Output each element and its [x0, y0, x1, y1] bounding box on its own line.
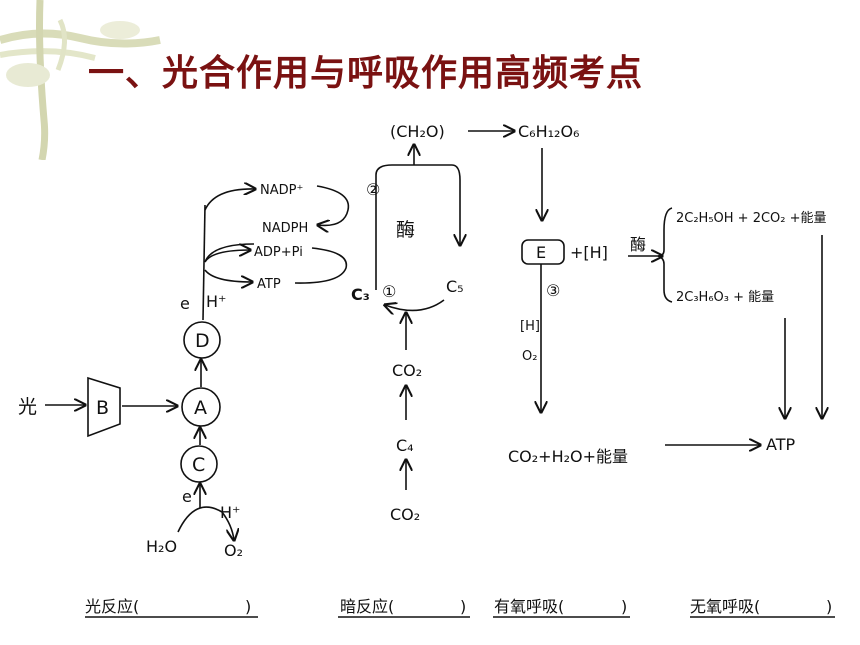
atp-label-light: ATP: [257, 277, 281, 292]
ethanol-product-label: 2C₂H₅OH + 2CO₂ +能量: [676, 211, 827, 226]
node-E-label: E: [536, 243, 546, 262]
co2-top-label: CO₂: [392, 361, 422, 380]
proton-label-bottom: H⁺: [220, 503, 240, 522]
node-D-label: D: [195, 330, 210, 352]
blank-light-reaction-close: ): [245, 597, 251, 616]
c5-label: C₅: [446, 277, 464, 296]
electron-label-bottom: e: [182, 487, 192, 506]
nadp-label: NADP⁺: [260, 183, 303, 198]
co2-bottom-label: CO₂: [390, 505, 420, 524]
enzyme-label-resp: 酶: [630, 235, 646, 254]
step2-label: ②: [366, 180, 380, 199]
node-A-label: A: [194, 397, 207, 419]
blank-dark-reaction-close: ): [460, 597, 466, 616]
blank-anaerobic-close: ): [826, 597, 832, 616]
electron-label-top: e: [180, 294, 190, 313]
enzyme-label-dark: 酶: [396, 219, 415, 241]
blank-anaerobic: 无氧呼吸(: [690, 597, 760, 616]
blank-aerobic: 有氧呼吸(: [494, 597, 564, 616]
blank-light-reaction: 光反应(: [85, 597, 139, 616]
nadph-label: NADPH: [262, 221, 308, 236]
water-label: H₂O: [146, 537, 177, 556]
o2-resp-label: O₂: [522, 349, 537, 364]
vine-decoration: [0, 0, 161, 160]
aerobic-products-label: CO₂+H₂O+能量: [508, 447, 628, 466]
node-B-box: [87, 376, 121, 438]
atp-label-resp: ATP: [766, 435, 795, 454]
lactate-product-label: 2C₃H₆O₃ + 能量: [676, 290, 774, 305]
c4-label: C₄: [396, 436, 414, 455]
step1-label: ①: [382, 282, 396, 301]
node-D-circle: [183, 321, 221, 359]
step3-label: ③: [546, 281, 560, 300]
slide-title: 一、光合作用与呼吸作用高频考点: [88, 52, 644, 94]
plus-h-label: +[H]: [570, 243, 608, 262]
adp-label: ADP+Pi: [254, 245, 303, 260]
node-C-label: C: [192, 454, 205, 476]
blank-aerobic-close: ): [621, 597, 627, 616]
h-label: [H]: [520, 319, 540, 334]
node-C-circle: [180, 445, 218, 483]
light-label: 光: [18, 396, 37, 418]
node-B-label: B: [96, 397, 109, 419]
proton-label-top: H⁺: [206, 292, 226, 311]
c3-label: C₃: [351, 285, 370, 304]
node-E-box: [521, 239, 565, 265]
ch2o-label: (CH₂O): [390, 122, 445, 141]
glucose-label: C₆H₁₂O₆: [518, 122, 579, 141]
node-A-circle: [181, 387, 221, 427]
oxygen-label: O₂: [224, 541, 243, 560]
blank-dark-reaction: 暗反应(: [340, 597, 394, 616]
